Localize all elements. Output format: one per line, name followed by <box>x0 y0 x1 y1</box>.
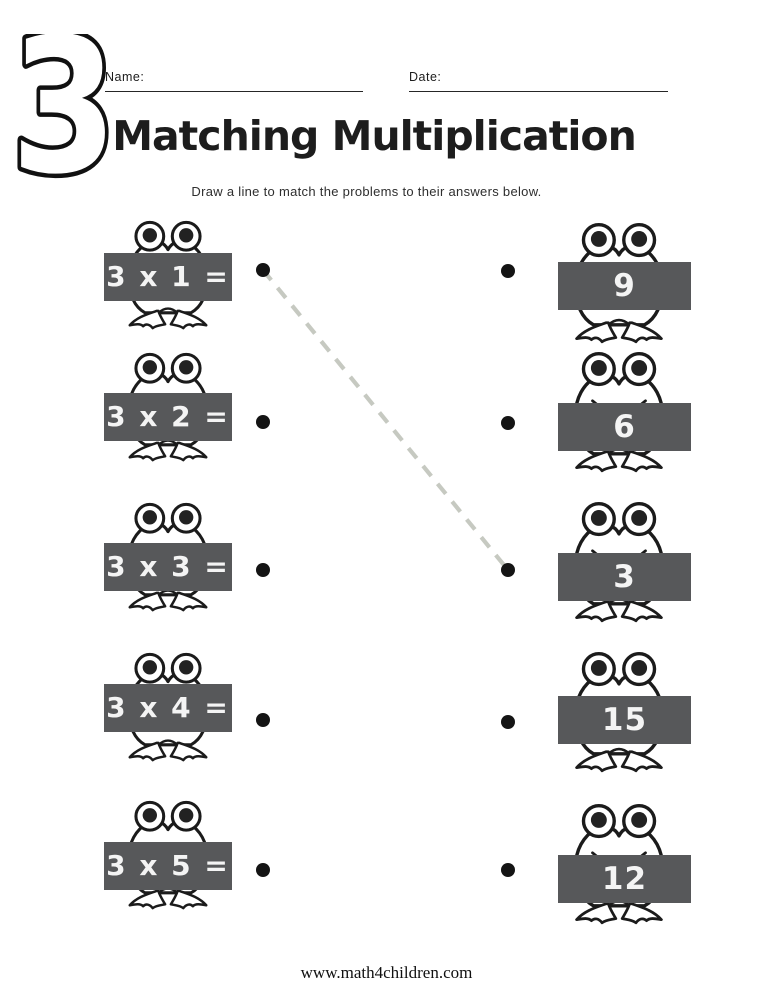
answer-dot-4[interactable] <box>501 715 515 729</box>
problem-dot-2[interactable] <box>256 415 270 429</box>
problem-text: 3 x 4 = <box>106 691 230 724</box>
problem-banner: 3 x 1 = <box>104 253 232 301</box>
answer-banner: 15 <box>558 696 691 744</box>
date-label: Date: <box>409 70 442 84</box>
answer-banner: 12 <box>558 855 691 903</box>
problem-text: 3 x 2 = <box>106 400 230 433</box>
answer-text: 6 <box>613 409 636 445</box>
answer-text: 3 <box>613 559 636 595</box>
problem-dot-4[interactable] <box>256 713 270 727</box>
instructions-text: Draw a line to match the problems to the… <box>191 184 542 199</box>
problem-text: 3 x 5 = <box>106 849 230 882</box>
answer-text: 15 <box>601 702 648 738</box>
problem-banner: 3 x 4 = <box>104 684 232 732</box>
answer-text: 12 <box>601 861 648 897</box>
problem-banner: 3 x 5 = <box>104 842 232 890</box>
problem-text: 3 x 3 = <box>106 550 230 583</box>
problem-banner: 3 x 2 = <box>104 393 232 441</box>
worksheet-number-text: 3 <box>11 34 117 184</box>
answer-text: 9 <box>613 268 636 304</box>
problem-dot-5[interactable] <box>256 863 270 877</box>
problem-dot-1[interactable] <box>256 263 270 277</box>
answer-banner: 9 <box>558 262 691 310</box>
name-label: Name: <box>105 70 145 84</box>
worksheet-number-bubble: 3 <box>8 34 120 184</box>
drawn-match-line[interactable] <box>261 268 510 572</box>
name-fill-line[interactable] <box>105 91 363 92</box>
problem-dot-3[interactable] <box>256 563 270 577</box>
problem-text: 3 x 1 = <box>106 260 230 293</box>
answer-dot-3[interactable] <box>501 563 515 577</box>
answer-banner: 6 <box>558 403 691 451</box>
website-footer: www.math4children.com <box>300 963 473 982</box>
page-title: Matching Multiplication <box>112 112 637 160</box>
answer-banner: 3 <box>558 553 691 601</box>
date-fill-line[interactable] <box>409 91 668 92</box>
answer-dot-5[interactable] <box>501 863 515 877</box>
answer-dot-1[interactable] <box>501 264 515 278</box>
answer-dot-2[interactable] <box>501 416 515 430</box>
problem-banner: 3 x 3 = <box>104 543 232 591</box>
